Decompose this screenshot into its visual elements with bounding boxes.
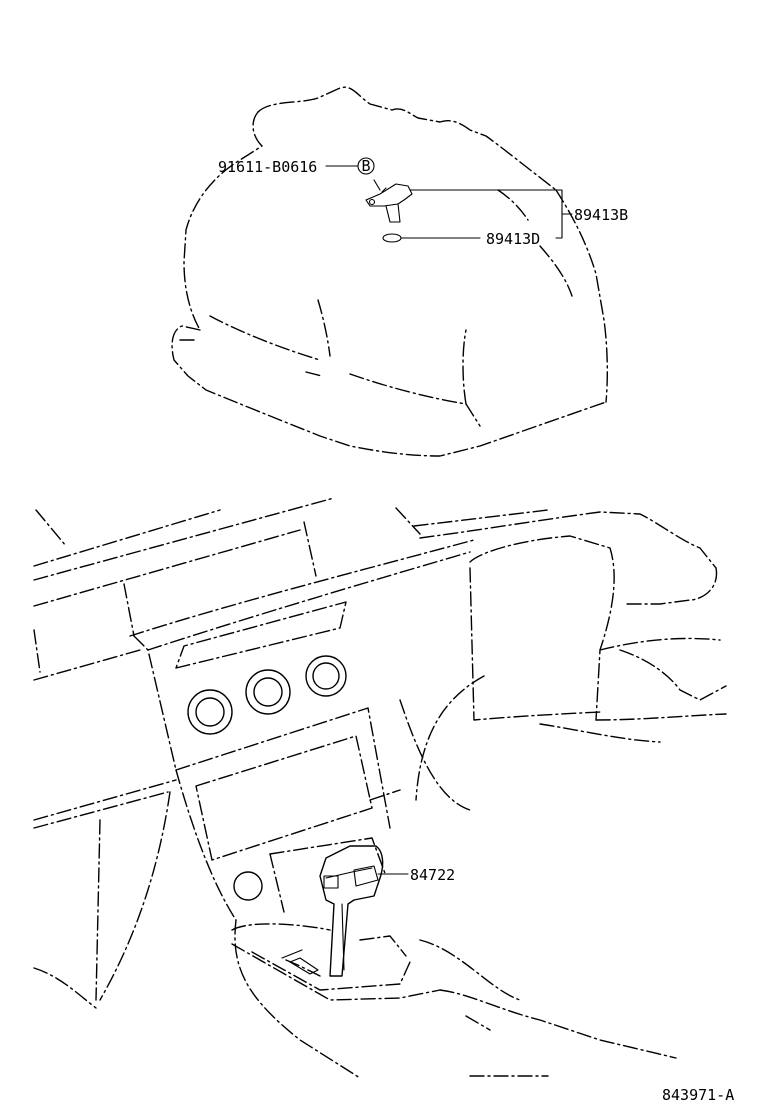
label-sensor-oring: 89413D: [486, 230, 540, 248]
bolt-to-sensor-line: [373, 179, 381, 191]
bolt-marker: B: [357, 157, 375, 175]
label-shift-switch: 84722: [410, 866, 455, 884]
shift-lever: [281, 845, 384, 977]
bolt-marker-letter: B: [361, 157, 370, 175]
speed-sensor: [365, 183, 413, 223]
dashboard-illustration: [33, 497, 727, 1079]
label-bolt: 91611-B0616: [218, 158, 317, 176]
transmission-illustration: [171, 86, 609, 457]
label-sensor-assy: 89413B: [574, 206, 628, 224]
o-ring: [382, 233, 402, 243]
figure-id: 843971-A: [662, 1086, 734, 1104]
